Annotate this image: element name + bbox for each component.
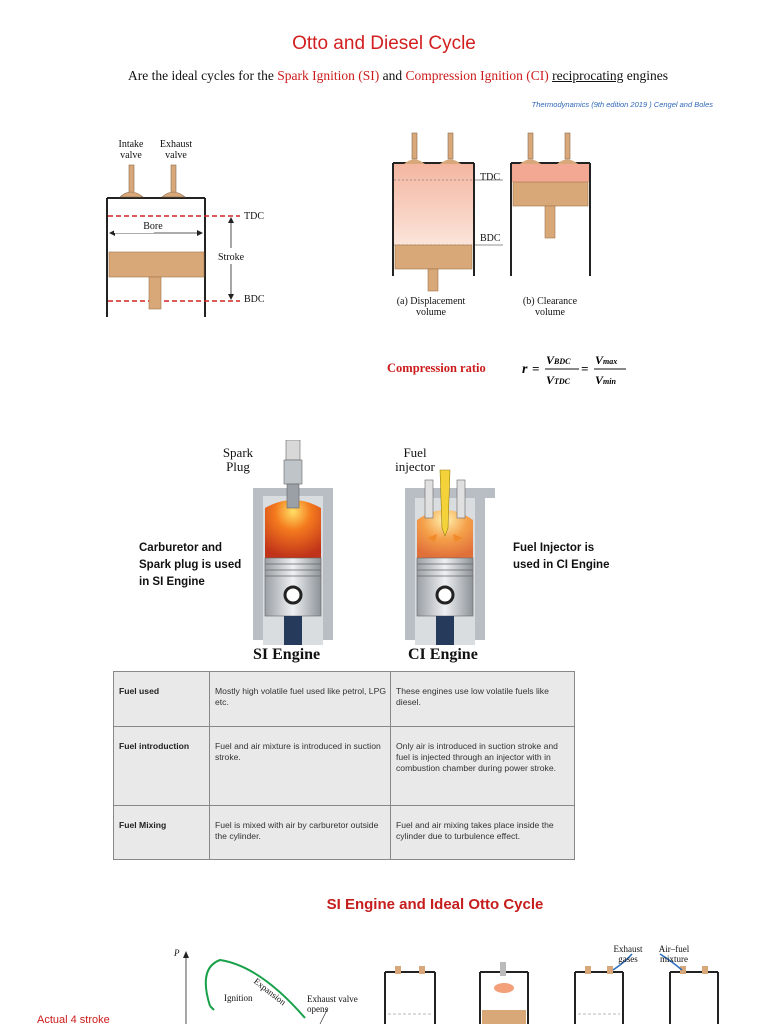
- table-row-header: Fuel introduction: [113, 726, 210, 806]
- bdc-label-2: BDC: [480, 233, 501, 244]
- tdc-label: TDC: [244, 211, 264, 222]
- compression-ratio-label: Compression ratio: [387, 361, 486, 375]
- stroke-cylinder-2: [479, 962, 529, 1024]
- svg-text:Vmin: Vmin: [595, 373, 616, 387]
- p-axis-label: P: [174, 948, 180, 958]
- fuel-injector-label: Fuel injector: [395, 445, 435, 474]
- table-row: Fuel Mixing Fuel is mixed with air by ca…: [113, 805, 575, 860]
- stroke-cylinder-3: [574, 953, 633, 1024]
- citation: Thermodynamics (9th edition 2019 ) Cenge…: [531, 100, 713, 109]
- intake-valve-label: Intake valve: [118, 139, 144, 161]
- ignition-label: Ignition: [224, 993, 253, 1003]
- table-cell-ci: Only air is introduced in suction stroke…: [390, 726, 575, 806]
- engines-illustration: [253, 440, 495, 645]
- tdc-label-2: TDC: [480, 172, 500, 183]
- stroke-cylinder-4: [659, 953, 719, 1024]
- table-row-header: Fuel used: [113, 671, 210, 727]
- subtitle-reciprocating: reciprocating: [552, 68, 624, 83]
- cylinder-diagram: [106, 164, 250, 317]
- stroke-label: Stroke: [217, 252, 245, 263]
- displacement-volume-label: (a) Displacement volume: [396, 296, 466, 318]
- compression-ratio-formula: r = VBDC VTDC = Vmax Vmin: [522, 350, 637, 394]
- otto-cycle-figure: [183, 951, 719, 1024]
- ci-engine-note: Fuel Injector is used in CI Engine: [513, 542, 610, 571]
- svg-text:VBDC: VBDC: [546, 353, 571, 367]
- volume-diagram: [392, 132, 591, 292]
- exhaust-valve-label: Exhaust valve: [159, 139, 193, 161]
- bdc-label: BDC: [244, 294, 265, 305]
- ci-engine-title: CI Engine: [408, 646, 478, 663]
- table-row: Fuel used Mostly high volatile fuel used…: [113, 671, 575, 727]
- otto-section-title: SI Engine and Ideal Otto Cycle: [326, 896, 544, 913]
- table-row: Fuel introduction Fuel and air mixture i…: [113, 726, 575, 806]
- subtitle-end: engines: [623, 68, 668, 83]
- engine-comparison-table: Fuel used Mostly high volatile fuel used…: [113, 671, 575, 860]
- table-cell-si: Fuel is mixed with air by carburetor out…: [209, 805, 391, 860]
- si-engine-note: Carburetor and Spark plug is used in SI …: [139, 542, 242, 588]
- table-cell-si: Fuel and air mixture is introduced in su…: [209, 726, 391, 806]
- actual-4-stroke-label: Actual 4 stroke: [37, 1014, 110, 1026]
- clearance-volume-label: (b) Clearance volume: [522, 296, 578, 318]
- svg-text:=: =: [532, 361, 539, 376]
- spark-plug-label: Spark Plug: [222, 445, 254, 474]
- air-fuel-label: Air–fuel mixture: [658, 944, 690, 964]
- table-cell-si: Mostly high volatile fuel used like petr…: [209, 671, 391, 727]
- subtitle-si: Spark Ignition (SI): [277, 68, 380, 83]
- svg-text:Vmax: Vmax: [595, 353, 617, 367]
- table-cell-ci: These engines use low volatile fuels lik…: [390, 671, 575, 727]
- table-row-header: Fuel Mixing: [113, 805, 210, 860]
- svg-text:VTDC: VTDC: [546, 373, 571, 387]
- svg-text:r: r: [522, 362, 528, 377]
- stroke-cylinder-1: [384, 966, 436, 1024]
- svg-text:=: =: [581, 361, 588, 376]
- table-cell-ci: Fuel and air mixing takes place inside t…: [390, 805, 575, 860]
- exhaust-opens-label: Exhaust valve opens: [307, 994, 358, 1014]
- si-engine-title: SI Engine: [253, 646, 321, 663]
- subtitle-ci: Compression Ignition (CI): [405, 68, 549, 83]
- subtitle-and: and: [379, 68, 406, 83]
- exhaust-gases-label: Exhaust gases: [613, 944, 643, 964]
- page-title: Otto and Diesel Cycle: [292, 33, 476, 54]
- formula-graphic: r = VBDC VTDC = Vmax Vmin: [522, 353, 626, 387]
- subtitle-text: Are the ideal cycles for the: [128, 68, 278, 83]
- bore-label: Bore: [143, 221, 163, 232]
- page-subtitle: Are the ideal cycles for the Spark Ignit…: [0, 68, 768, 84]
